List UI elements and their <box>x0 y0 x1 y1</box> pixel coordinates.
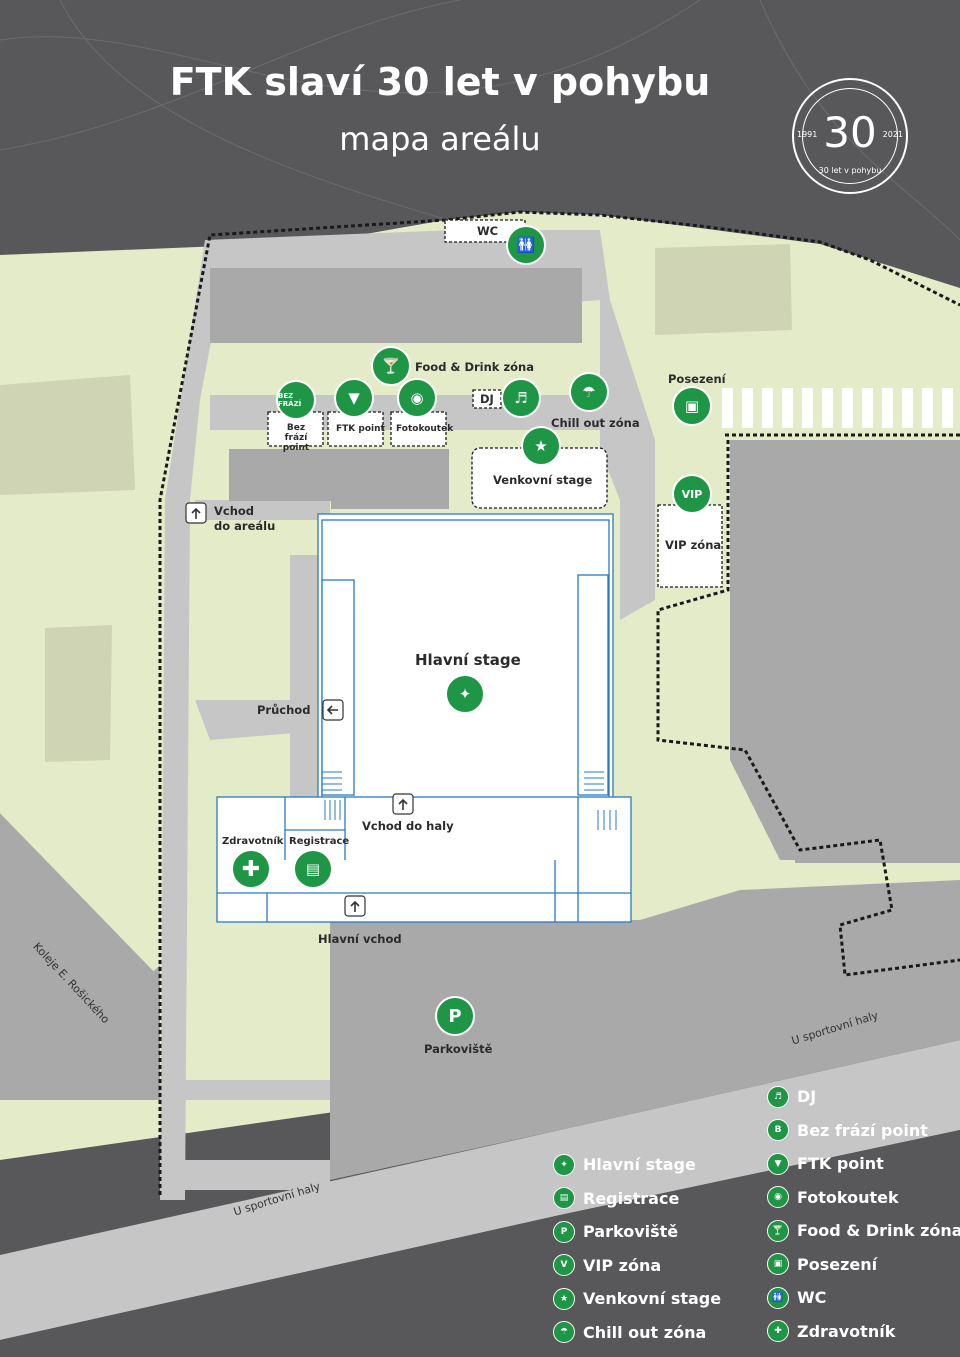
area-entrance-label-1: Vchod <box>214 504 255 518</box>
wc-icon: 🚻 <box>506 225 546 265</box>
feature-boxes <box>267 219 723 588</box>
road-dorm-outline <box>0 787 167 972</box>
seating-label: Posezení <box>668 372 726 386</box>
buildings <box>0 244 792 762</box>
outdoor-stage-icon: ★ <box>521 426 561 466</box>
legend-item: ★ Venkovní stage <box>553 1282 721 1316</box>
camera-icon: ◉ <box>767 1186 789 1209</box>
legend-item: ▤ Registrace <box>553 1182 721 1216</box>
legend-right: ♬ DJ B Bez frází point ▼ FTK point ◉ Fotokou… <box>767 1080 960 1348</box>
main-entrance-label: Hlavní vchod <box>318 932 402 946</box>
main-stage-icon: ✦ <box>445 674 485 714</box>
registration-icon: ▤ <box>553 1187 575 1210</box>
arrow-glyphs <box>191 507 408 912</box>
vip-icon: VIP <box>672 474 712 514</box>
road-dorm <box>0 800 160 1100</box>
dj-icon: ♬ <box>767 1085 789 1108</box>
medic-icon: ✚ <box>767 1320 789 1343</box>
legend-item: ✦ Hlavní stage <box>553 1148 721 1182</box>
legend-item: B Bez frází point <box>767 1114 960 1148</box>
bez-frazi-icon: B <box>767 1119 789 1142</box>
road-bottom <box>0 1040 960 1340</box>
right-building-lower <box>795 698 960 863</box>
food-drink-icon: 🍸 <box>371 346 411 386</box>
wc-label: WC <box>477 224 499 238</box>
area-boundary <box>158 210 960 1195</box>
legend-label: DJ <box>797 1087 817 1107</box>
hall-entrance-label: Vchod do haly <box>362 819 454 833</box>
legend-item: ◉ Fotokoutek <box>767 1181 960 1215</box>
ftk-point-label: FTK point <box>336 424 385 434</box>
page-subtitle: mapa areálu <box>339 120 541 158</box>
ftk-point-icon: ▼ <box>334 378 374 418</box>
food-drink-label: Food & Drink zóna <box>415 360 534 374</box>
legend-label: Venkovní stage <box>583 1289 722 1309</box>
legend-label: VIP zóna <box>583 1255 662 1275</box>
wc-icon: 🚻 <box>767 1286 789 1309</box>
parking-label: Parkoviště <box>424 1042 493 1056</box>
seating-icon: ▣ <box>672 386 712 426</box>
seal-inner-ring <box>802 88 898 184</box>
stairs <box>322 771 617 830</box>
legend-label: Chill out zóna <box>583 1322 707 1342</box>
main-stage-icon: ✦ <box>553 1153 575 1176</box>
legend-item: ▣ Posezení <box>767 1248 960 1282</box>
legend-label: Bez frází point <box>797 1120 928 1140</box>
legend-item: ✚ Zdravotník <box>767 1315 960 1349</box>
legend-label: Registrace <box>583 1188 680 1208</box>
legend-item: ▼ FTK point <box>767 1147 960 1181</box>
camera-icon: ◉ <box>397 378 437 418</box>
registration-icon: ▤ <box>293 849 333 889</box>
legend-label: Posezení <box>797 1254 878 1274</box>
legend-label: Parkoviště <box>583 1222 679 1242</box>
anniversary-seal: 30 1991 2021 30 let v pohybu <box>792 78 908 194</box>
legend-label: FTK point <box>797 1154 884 1174</box>
legend-label: Zdravotník <box>797 1321 896 1341</box>
seal-tagline: 30 let v pohybu <box>818 166 882 175</box>
outdoor-stage-icon: ★ <box>553 1287 575 1310</box>
passage-label: Průchod <box>257 703 311 717</box>
seal-number: 30 <box>823 108 877 157</box>
parking-icon: P <box>553 1220 575 1243</box>
bez-frazi-icon: BEZ FRÁZÍ <box>276 380 316 420</box>
vip-label: VIP zóna <box>665 538 722 552</box>
medic-icon: ✚ <box>231 849 271 889</box>
road-bottom-dark <box>0 1130 960 1357</box>
legend-item: 🍸 Food & Drink zóna <box>767 1214 960 1248</box>
legend-item: ♬ DJ <box>767 1080 960 1114</box>
main-hall <box>216 513 632 923</box>
parking-lot <box>330 880 960 1180</box>
registration-label: Registrace <box>289 836 350 847</box>
dj-label: DJ <box>480 392 494 406</box>
legend-label: Food & Drink zóna <box>797 1221 960 1241</box>
legend-label: Fotokoutek <box>797 1187 899 1207</box>
seal-year-start: 1991 <box>797 130 818 139</box>
food-drink-icon: 🍸 <box>767 1219 789 1242</box>
main-stage-label: Hlavní stage <box>415 651 521 669</box>
legend-label: Hlavní stage <box>583 1155 696 1175</box>
medic-label: Zdravotník <box>222 836 284 847</box>
bez-frazi-label: Bez frází point <box>282 423 310 453</box>
outdoor-stage-label: Venkovní stage <box>493 473 593 487</box>
seating-icon: ▣ <box>767 1253 789 1276</box>
crosswalk <box>722 388 953 428</box>
chill-out-icon: ☂ <box>553 1321 575 1344</box>
page-title: FTK slaví 30 let v pohybu <box>169 60 711 104</box>
photo-booth-label: Fotokoutek <box>396 424 454 434</box>
ftk-point-icon: ▼ <box>767 1152 789 1175</box>
legend-label: WC <box>797 1288 827 1308</box>
parking-icon: P <box>435 996 475 1036</box>
chill-out-label: Chill out zóna <box>551 416 640 430</box>
legend-item: ☂ Chill out zóna <box>553 1316 721 1350</box>
area-entrance-label-2: do areálu <box>214 519 276 533</box>
legend-item: V VIP zóna <box>553 1249 721 1283</box>
seal-year-end: 2021 <box>882 130 903 139</box>
legend-item: 🚻 WC <box>767 1281 960 1315</box>
vip-icon: V <box>553 1254 575 1277</box>
dj-icon: ♬ <box>501 378 541 418</box>
chill-out-icon: ☂ <box>569 372 609 412</box>
legend-item: P Parkoviště <box>553 1215 721 1249</box>
